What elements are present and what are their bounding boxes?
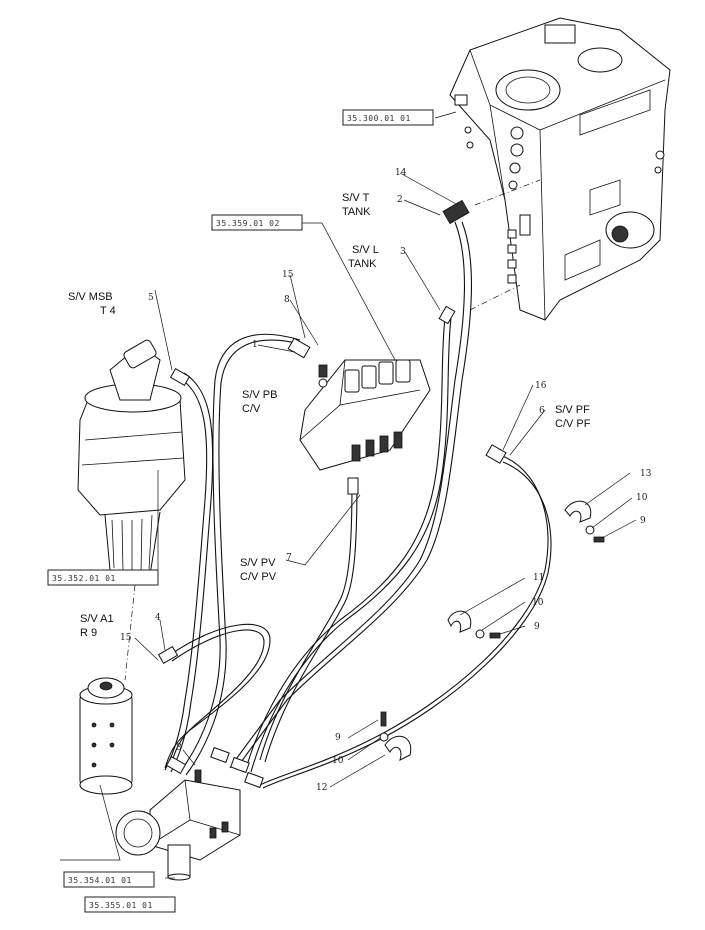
callout-10-right: 10: [636, 493, 648, 503]
callout-8-top: 8: [284, 295, 290, 305]
port-label-svpv-line1: S/V PV: [240, 557, 276, 569]
swing-motor-reference: 35.352.01 01: [52, 574, 116, 583]
callout-15-top: 15: [282, 270, 294, 280]
callout-10-bottom: 10: [332, 756, 344, 766]
tank-reference: 35.300.01 01: [347, 114, 411, 123]
hydraulic-tank: [449, 17, 671, 321]
port-label-svl-line1: S/V L: [352, 244, 379, 256]
swivel-reference-box: [63, 871, 155, 888]
control-valve: [299, 359, 431, 471]
callout-4: 4: [155, 613, 161, 623]
port-label-svpf-line1: S/V PF: [555, 404, 590, 416]
port-label-svpb-line1: S/V PB: [242, 389, 277, 401]
rotary-swivel: [79, 677, 133, 795]
callout-7: 7: [286, 553, 292, 563]
port-label-svmsb-line2: T 4: [100, 305, 116, 317]
port-label-svpv-line2: C/V PV: [240, 571, 277, 583]
callout-12: 12: [316, 783, 327, 793]
port-label-svt-line1: S/V T: [342, 192, 370, 204]
filter-reference: 35.355.01 01: [89, 901, 153, 910]
center-lines: [124, 179, 541, 681]
valve-reference-box: [211, 214, 303, 231]
filter-reference-box: [84, 896, 176, 913]
swing-motor: [77, 339, 186, 576]
tank-reference-box: [342, 109, 434, 126]
hose-clamps: [379, 500, 605, 761]
callout-10-mid: 10: [532, 598, 544, 608]
callout-8-bottom: 8: [176, 743, 182, 753]
callout-13: 13: [640, 469, 652, 479]
callout-5: 5: [148, 293, 154, 303]
callout-2: 2: [397, 195, 403, 205]
port-label-sva1-line2: R 9: [80, 627, 97, 639]
port-label-svpb-line2: C/V: [242, 403, 261, 415]
port-label-svl-line2: TANK: [348, 258, 377, 270]
callout-9-mid: 9: [534, 622, 540, 632]
valve-reference: 35.359.01 02: [216, 219, 280, 228]
callout-3: 3: [400, 247, 406, 257]
swing-motor-reference-box: [47, 569, 159, 586]
callout-11: 11: [533, 573, 544, 583]
swivel-reference: 35.354.01 01: [68, 876, 132, 885]
callout-9-right: 9: [640, 516, 646, 526]
port-label-svpf-line2: C/V PF: [555, 418, 591, 430]
hydraulic-hoses: [157, 199, 552, 789]
callout-6: 6: [539, 406, 545, 416]
port-label-svt-line2: TANK: [342, 206, 371, 218]
port-label-svmsb-line1: S/V MSB: [68, 291, 113, 303]
leader-lines: [60, 111, 637, 879]
filter-manifold: [115, 769, 241, 881]
callout-1: 1: [252, 340, 258, 350]
port-label-sva1-line1: S/V A1: [80, 613, 114, 625]
callout-15-bottom: 15: [120, 633, 132, 643]
callout-14: 14: [395, 168, 407, 178]
callout-9-bottom: 9: [335, 733, 341, 743]
callout-16: 16: [535, 381, 547, 391]
